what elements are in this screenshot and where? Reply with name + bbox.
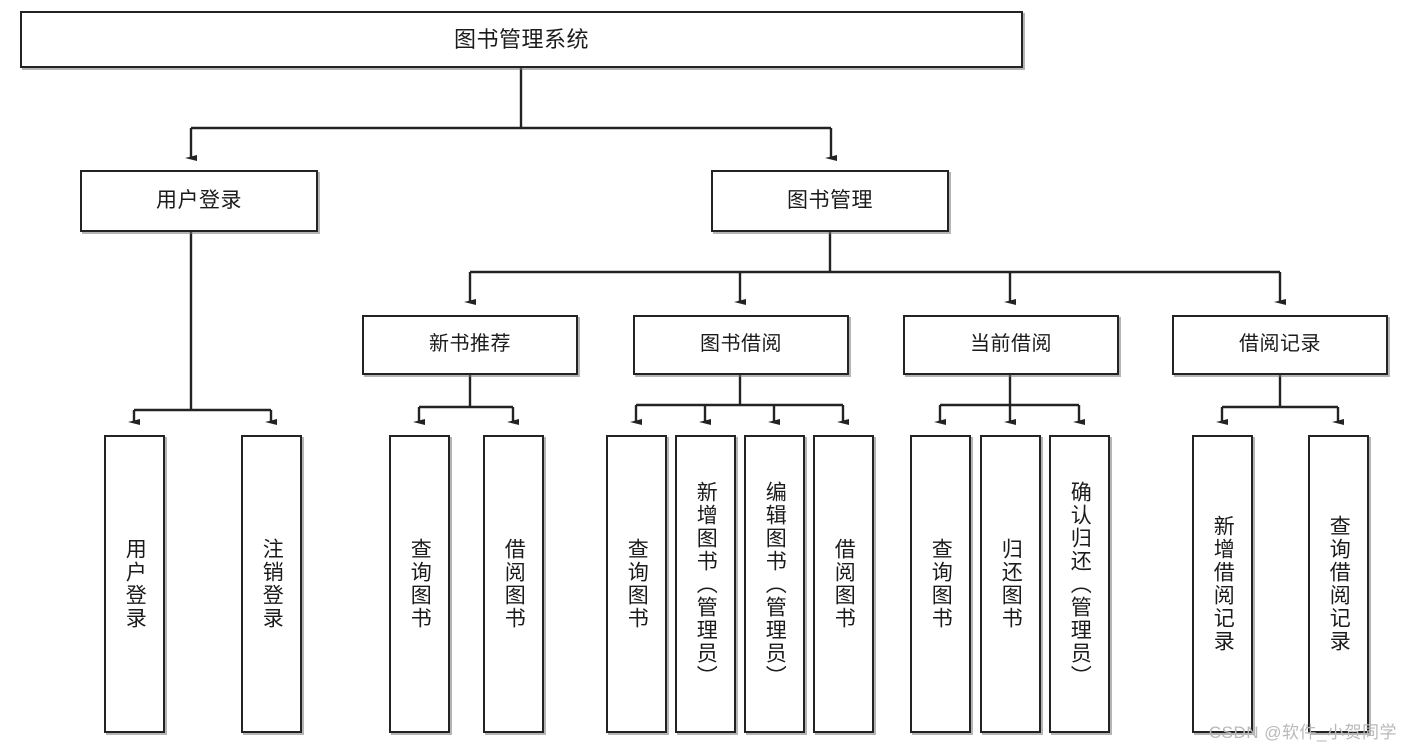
leaf-logout[interactable]: 注销登录 [241, 435, 302, 733]
node-label: 新书推荐 [429, 333, 511, 356]
leaf-borrow-book-recommend[interactable]: 借阅图书 [483, 435, 544, 733]
node-label: 用户登录 [156, 188, 242, 212]
leaf-return-book[interactable]: 归还图书 [980, 435, 1041, 733]
node-book-borrow[interactable]: 图书借阅 [633, 315, 849, 375]
leaf-query-book-current[interactable]: 查询图书 [910, 435, 971, 733]
leaf-query-book-recommend[interactable]: 查询图书 [389, 435, 450, 733]
leaf-label: 归还图书 [999, 538, 1023, 630]
node-label: 图书管理系统 [453, 26, 589, 52]
leaf-label: 新增图书（管理员） [694, 480, 718, 688]
node-user-login[interactable]: 用户登录 [80, 170, 318, 232]
node-label: 图书借阅 [700, 333, 782, 356]
leaf-label: 用户登录 [123, 538, 147, 630]
leaf-confirm-return-admin[interactable]: 确认归还（管理员） [1049, 435, 1110, 733]
leaf-label: 新增借阅记录 [1211, 515, 1235, 653]
leaf-label: 查询借阅记录 [1327, 515, 1351, 653]
leaf-label: 查询图书 [408, 538, 432, 630]
leaf-add-book-admin[interactable]: 新增图书（管理员） [675, 435, 736, 733]
node-new-book-recommend[interactable]: 新书推荐 [362, 315, 578, 375]
node-current-borrow[interactable]: 当前借阅 [903, 315, 1119, 375]
leaf-add-borrow-record[interactable]: 新增借阅记录 [1192, 435, 1253, 733]
node-label: 当前借阅 [970, 333, 1052, 356]
leaf-label: 查询图书 [625, 538, 649, 630]
leaf-label: 确认归还（管理员） [1068, 480, 1092, 688]
leaf-query-borrow-record[interactable]: 查询借阅记录 [1308, 435, 1369, 733]
node-book-management-system[interactable]: 图书管理系统 [20, 11, 1023, 68]
leaf-edit-book-admin[interactable]: 编辑图书（管理员） [744, 435, 805, 733]
leaf-query-book-borrow[interactable]: 查询图书 [606, 435, 667, 733]
leaf-label: 借阅图书 [832, 538, 856, 630]
node-book-management[interactable]: 图书管理 [711, 170, 949, 232]
leaf-label: 查询图书 [929, 538, 953, 630]
leaf-user-login[interactable]: 用户登录 [104, 435, 165, 733]
node-label: 图书管理 [787, 188, 873, 212]
node-borrow-record[interactable]: 借阅记录 [1172, 315, 1388, 375]
leaf-label: 注销登录 [260, 538, 284, 630]
leaf-label: 借阅图书 [502, 538, 526, 630]
watermark: CSDN @软件_小贺同学 [1208, 723, 1397, 742]
leaf-borrow-book[interactable]: 借阅图书 [813, 435, 874, 733]
node-label: 借阅记录 [1239, 333, 1321, 356]
leaf-label: 编辑图书（管理员） [763, 480, 787, 688]
